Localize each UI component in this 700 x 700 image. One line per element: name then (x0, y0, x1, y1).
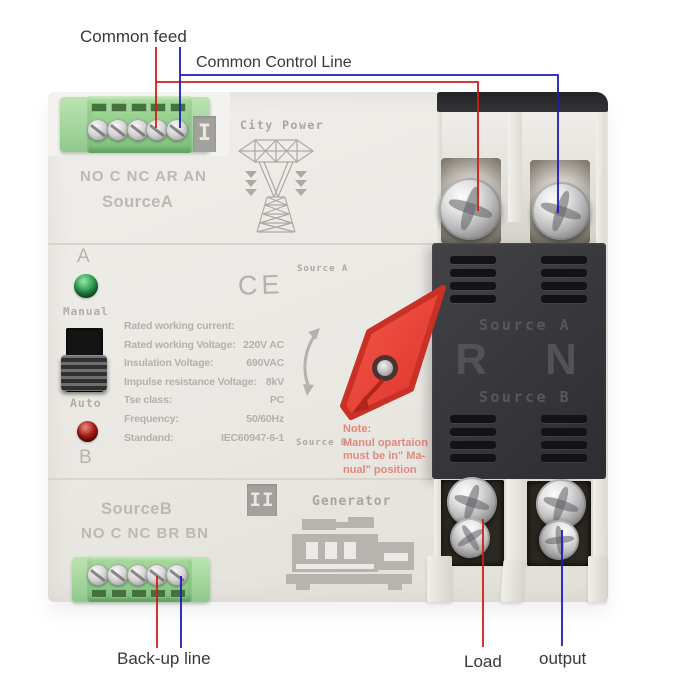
terminal-screw (127, 564, 149, 586)
mount-leg (427, 556, 452, 602)
source-b-name: SourceB (101, 500, 173, 518)
vent-slot (450, 428, 496, 436)
bay-wall (593, 479, 606, 567)
terminal-slot (131, 589, 147, 598)
rating-row: Rated working current: (124, 320, 235, 332)
load-label: Load (464, 652, 502, 671)
vent-slot (541, 256, 587, 264)
rating-row: Impulse resistance Voltage:8kV (124, 375, 284, 388)
indicator-b-label: B (79, 447, 92, 468)
vent-slot (450, 415, 496, 423)
source-b-position-label: Source B (296, 438, 348, 448)
source-a-name: SourceA (102, 193, 174, 211)
vent-slot (450, 256, 496, 264)
source-a-terminal-labels: NO C NC AR AN (80, 168, 207, 185)
terminal-slot (91, 589, 107, 598)
transfer-handle (340, 285, 446, 420)
vent-slot (541, 269, 587, 277)
bay-wall (434, 479, 441, 567)
terminal-slot (150, 103, 166, 112)
rating-row: Tse class:PC (124, 394, 284, 407)
auto-label: Auto (70, 396, 102, 410)
vent-slot (541, 295, 587, 303)
terminal-slot (150, 589, 166, 598)
rating-row: Insulation Voltage:690VAC (124, 357, 284, 370)
indicator-a-label: A (77, 246, 90, 267)
terminal-slot (170, 103, 186, 112)
panel-source-a-label: Source A (478, 316, 572, 334)
panel-phase-n: N (545, 335, 577, 384)
vent-group-top (450, 256, 587, 303)
terminal-slot (111, 103, 127, 112)
vent-slot (541, 454, 587, 462)
body-seam (48, 243, 432, 245)
top-black-strip (437, 92, 608, 112)
city-power-label: City Power (240, 118, 325, 132)
manual-label: Manual (63, 305, 109, 318)
vent-group-bottom (450, 415, 587, 462)
terminal-screw (146, 119, 168, 141)
source-b-terminal-labels: NO C NC BR BN (81, 525, 209, 542)
vent-slot (450, 454, 496, 462)
panel-phase-r: R (455, 335, 487, 384)
section-ii-marker: II (247, 484, 277, 516)
mount-leg (500, 560, 526, 602)
terminal-slot (91, 103, 107, 112)
section-i-marker: I (193, 116, 216, 152)
bay-wall (596, 112, 606, 245)
terminal-screw (146, 564, 168, 586)
terminal-screw (166, 119, 188, 141)
terminal-screw (107, 564, 129, 586)
ratings-table: Rated working current: Rated working Vol… (124, 317, 284, 447)
vent-slot (450, 295, 496, 303)
terminal-screw (107, 119, 129, 141)
vent-slot (541, 441, 587, 449)
back-up-line-label: Back-up line (117, 649, 211, 668)
generator-icon (286, 517, 414, 590)
vent-slot (450, 441, 496, 449)
bay-divider (506, 479, 526, 567)
rating-row: Rated working Voltage:220V AC (124, 338, 284, 351)
red-led (77, 421, 98, 442)
vent-slot (541, 282, 587, 290)
terminal-slot (170, 589, 186, 598)
vent-slot (450, 269, 496, 277)
generator-label: Generator (312, 494, 392, 509)
ce-mark: CE (237, 269, 285, 301)
source-a-position-label: Source A (297, 264, 349, 274)
vent-slot (541, 415, 587, 423)
terminal-slot (111, 589, 127, 598)
common-feed-label: Common feed (80, 27, 187, 46)
mode-switch-slider (61, 355, 107, 391)
vent-slot (541, 428, 587, 436)
common-control-line-label: Common Control Line (196, 54, 352, 71)
bay-divider (508, 112, 522, 222)
terminal-slot (131, 103, 147, 112)
rating-row: Standand:IEC60947-6-1 (124, 431, 284, 444)
output-label: output (539, 649, 587, 668)
panel-source-b-label: Source B (478, 388, 572, 406)
control-terminal-screw-left (439, 178, 501, 240)
body-seam (48, 478, 432, 480)
green-led (74, 274, 98, 298)
rating-row: Frequency:50/60Hz (124, 412, 284, 425)
terminal-screw (166, 564, 188, 586)
control-terminal-screw-right (532, 182, 590, 240)
terminal-screw (87, 119, 109, 141)
terminal-screw (87, 564, 109, 586)
vent-slot (450, 282, 496, 290)
rotation-arrow-icon (303, 328, 320, 396)
manual-note: Note: Manul opartaion must be in" Ma- nu… (343, 423, 428, 476)
mount-leg (588, 556, 607, 602)
terminal-screw (127, 119, 149, 141)
transmission-tower-icon (237, 139, 315, 233)
